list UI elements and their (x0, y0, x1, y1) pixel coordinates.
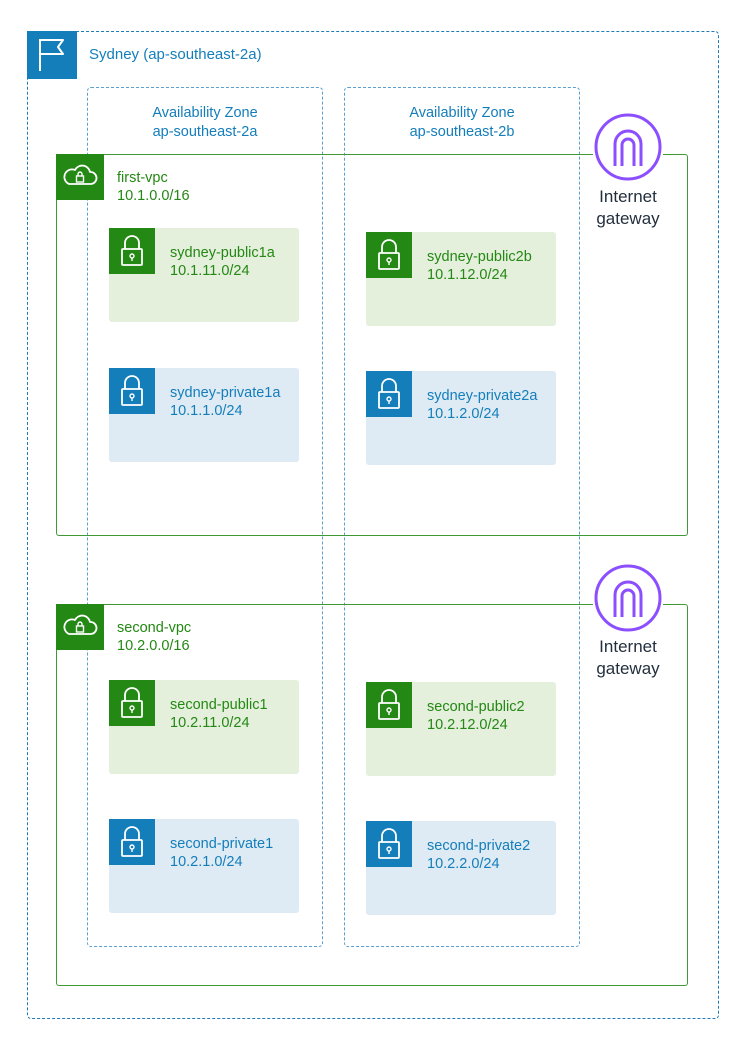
flag-icon (27, 31, 77, 79)
second-vpc-label: second-vpc 10.2.0.0/16 (117, 619, 191, 655)
subnet-label: second-private2 10.2.2.0/24 (427, 837, 530, 873)
region-container (27, 31, 719, 1019)
subnet-cidr: 10.2.2.0/24 (427, 856, 500, 872)
padlock-icon (366, 682, 412, 728)
padlock-icon (366, 821, 412, 867)
padlock-icon (109, 819, 155, 865)
subnet-cidr: 10.1.1.0/24 (170, 403, 243, 419)
gateway-label-line2: gateway (596, 659, 660, 678)
subnet-name: sydney-private2a (427, 388, 538, 404)
first-vpc-container (56, 154, 688, 536)
second-vpc-container (56, 604, 688, 986)
cloud-lock-icon (56, 604, 104, 650)
gateway-label-line1: Internet (599, 187, 657, 206)
gateway-label-line1: Internet (599, 637, 657, 656)
vpc-cidr: 10.2.0.0/16 (117, 638, 190, 654)
subnet-name: second-private1 (170, 836, 274, 852)
subnet-label: second-public1 10.2.11.0/24 (170, 696, 268, 732)
availability-zone-b-label: Availability Zone ap-southeast-2b (344, 104, 580, 142)
subnet-name: sydney-private1a (170, 385, 281, 401)
padlock-icon (109, 228, 155, 274)
subnet-cidr: 10.2.12.0/24 (427, 717, 508, 733)
vpc-name: first-vpc (117, 170, 168, 186)
gateway-label-line2: gateway (596, 209, 660, 228)
region-label: Sydney (ap-southeast-2a) (89, 46, 262, 63)
availability-zone-b (344, 87, 580, 947)
subnet-label: sydney-public1a 10.1.11.0/24 (170, 244, 275, 280)
subnet-name: sydney-public2b (427, 249, 532, 265)
subnet-name: second-private2 (427, 838, 531, 854)
zone-title: Availability Zone (409, 105, 515, 121)
zone-name: ap-southeast-2a (152, 124, 258, 140)
subnet-name: sydney-public1a (170, 245, 275, 261)
availability-zone-a (87, 87, 323, 947)
vpc-cidr: 10.1.0.0/16 (117, 188, 190, 204)
subnet-cidr: 10.1.12.0/24 (427, 267, 508, 283)
padlock-icon (109, 680, 155, 726)
subnet-label: sydney-public2b 10.1.12.0/24 (427, 248, 532, 284)
subnet-cidr: 10.2.11.0/24 (170, 715, 250, 731)
subnet-name: second-public1 (170, 697, 268, 713)
subnet-cidr: 10.2.1.0/24 (170, 854, 243, 870)
subnet-cidr: 10.1.2.0/24 (427, 406, 500, 422)
padlock-icon (366, 371, 412, 417)
availability-zone-a-label: Availability Zone ap-southeast-2a (87, 104, 323, 142)
subnet-label: second-public2 10.2.12.0/24 (427, 698, 525, 734)
subnet-label: second-private1 10.2.1.0/24 (170, 835, 273, 871)
zone-name: ap-southeast-2b (409, 124, 515, 140)
internet-gateway-icon (593, 563, 663, 633)
padlock-icon (366, 232, 412, 278)
vpc-name: second-vpc (117, 620, 192, 636)
cloud-lock-icon (56, 154, 104, 200)
internet-gateway-label: Internet gateway (573, 636, 683, 680)
subnet-name: second-public2 (427, 699, 525, 715)
first-vpc-label: first-vpc 10.1.0.0/16 (117, 169, 190, 205)
subnet-label: sydney-private2a 10.1.2.0/24 (427, 387, 537, 423)
zone-title: Availability Zone (152, 105, 258, 121)
padlock-icon (109, 368, 155, 414)
internet-gateway-icon (593, 112, 663, 182)
subnet-label: sydney-private1a 10.1.1.0/24 (170, 384, 280, 420)
internet-gateway-label: Internet gateway (573, 186, 683, 230)
subnet-cidr: 10.1.11.0/24 (170, 263, 250, 279)
